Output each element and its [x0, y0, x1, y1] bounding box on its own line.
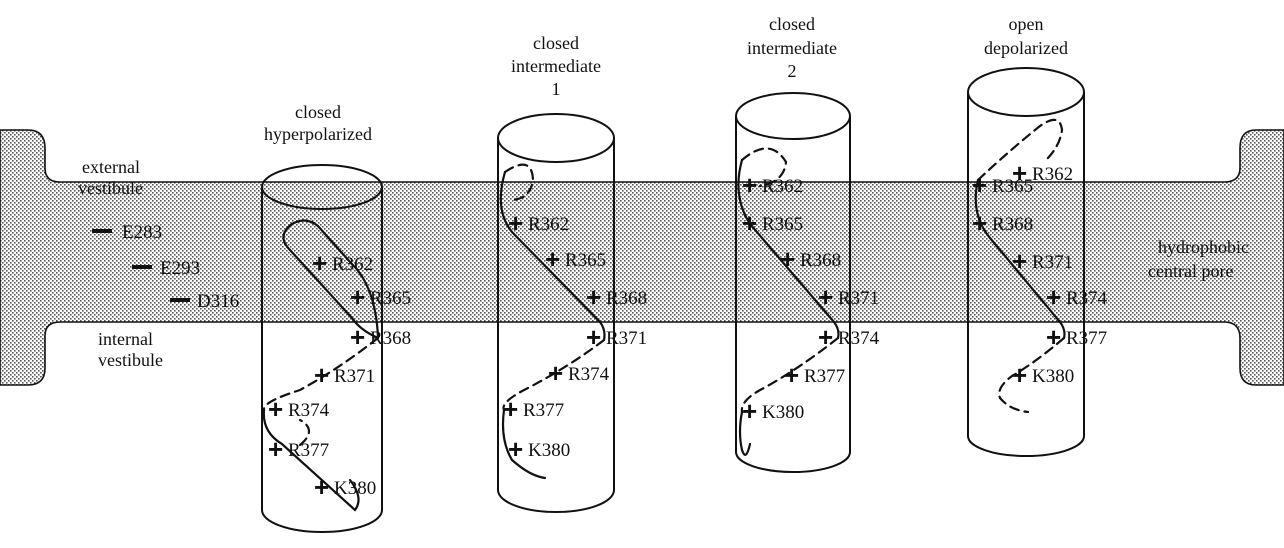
residue-label: R362	[528, 214, 569, 235]
residue-label: R368	[370, 328, 411, 349]
state-title-line: 2	[788, 61, 797, 81]
positive-charge-icon: +	[1046, 282, 1061, 312]
residue-label: R365	[762, 214, 803, 235]
positive-charge-icon: +	[784, 360, 799, 390]
internal-vestibule-label-1: internal	[98, 329, 153, 349]
positive-charge-icon: +	[780, 244, 795, 274]
positive-charge-icon: +	[508, 434, 523, 464]
positive-charge-icon: +	[586, 322, 601, 352]
residue-label: D316	[197, 291, 239, 312]
positive-charge-icon: +	[742, 208, 757, 238]
positive-charge-icon: +	[972, 208, 987, 238]
residue-label: R374	[288, 400, 330, 421]
positive-charge-icon: +	[314, 472, 329, 502]
residue-label: R371	[1032, 252, 1073, 273]
hydrophobic-pore-label-2: central pore	[1148, 261, 1233, 281]
positive-charge-icon: +	[350, 322, 365, 352]
residue-label: R377	[523, 400, 564, 421]
residue-label: R365	[992, 176, 1033, 197]
residue-label: R365	[370, 288, 411, 309]
residue-label: R365	[565, 250, 606, 271]
positive-charge-icon: +	[545, 244, 560, 274]
residue-label: R377	[1066, 328, 1107, 349]
residue-label: R377	[804, 366, 845, 387]
state-title-line: 1	[552, 79, 561, 99]
residue-label: R374	[1066, 288, 1108, 309]
state-title-line: intermediate	[747, 38, 837, 58]
positive-charge-icon: +	[972, 170, 987, 200]
state-title-line: closed	[295, 102, 341, 122]
positive-charge-icon: +	[818, 282, 833, 312]
residue-label: E283	[122, 222, 162, 243]
external-vestibule-label-1: external	[82, 157, 140, 177]
positive-charge-icon: +	[1046, 322, 1061, 352]
residue-label: K380	[334, 478, 376, 499]
residue-label: R374	[838, 328, 880, 349]
positive-charge-icon: +	[742, 396, 757, 426]
positive-charge-icon: +	[268, 434, 283, 464]
residue-label: R377	[288, 440, 329, 461]
state-title-line: closed	[533, 33, 579, 53]
positive-charge-icon: +	[508, 208, 523, 238]
residue-label: K380	[762, 402, 804, 423]
state-title-line: closed	[769, 14, 815, 34]
positive-charge-icon: +	[503, 394, 518, 424]
residue-label: R371	[334, 366, 375, 387]
residue-label: K380	[1032, 366, 1074, 387]
internal-vestibule-label-2: vestibule	[98, 350, 163, 370]
positive-charge-icon: +	[350, 282, 365, 312]
positive-charge-icon: +	[314, 360, 329, 390]
positive-charge-icon: +	[586, 282, 601, 312]
positive-charge-icon: +	[818, 322, 833, 352]
state-title-line: open	[1009, 14, 1044, 34]
residue-label: R371	[838, 288, 879, 309]
residue-label: R368	[606, 288, 647, 309]
positive-charge-icon: +	[742, 170, 757, 200]
residue-label: E293	[160, 258, 200, 279]
state-title-line: hyperpolarized	[264, 124, 372, 144]
residue-label: K380	[528, 440, 570, 461]
positive-charge-icon: +	[1012, 360, 1027, 390]
hydrophobic-pore-label-1: hydrophobic	[1158, 237, 1249, 257]
positive-charge-icon: +	[1012, 246, 1027, 276]
state-title-line: depolarized	[984, 38, 1068, 58]
external-vestibule-label-2: vestibule	[78, 178, 143, 198]
positive-charge-icon: +	[268, 394, 283, 424]
state-title-line: intermediate	[511, 56, 601, 76]
residue-label: R368	[800, 250, 841, 271]
residue-label: R374	[568, 364, 610, 385]
residue-label: R362	[332, 254, 373, 275]
residue-label: R368	[992, 214, 1033, 235]
residue-label: R362	[762, 176, 803, 197]
positive-charge-icon: +	[548, 358, 563, 388]
positive-charge-icon: +	[312, 248, 327, 278]
residue-label: R371	[606, 328, 647, 349]
residue-label: R362	[1032, 164, 1073, 185]
